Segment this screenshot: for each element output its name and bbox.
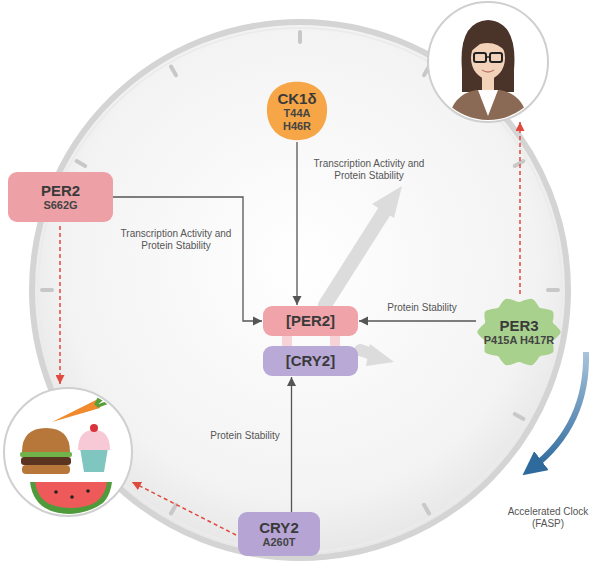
mutation-label: T44A H46R — [271, 107, 323, 132]
phenotype-link — [132, 482, 236, 535]
gene-name: PER2 — [41, 182, 80, 199]
food-picture — [78, 430, 110, 450]
gene-box: [PER2] — [263, 306, 358, 336]
gene-name: CK1δ — [277, 90, 316, 107]
arrow-label: Protein Stability — [372, 302, 472, 314]
clock-hand — [282, 186, 402, 366]
gene-name: PER3 — [499, 317, 538, 334]
gene-name: [CRY2] — [286, 352, 335, 369]
clock-tick — [171, 67, 176, 76]
food-picture — [22, 428, 70, 452]
regulation-arrow — [113, 197, 262, 321]
arrow-label: Transcription Activity and Protein Stabi… — [308, 158, 430, 182]
food-picture — [4, 388, 132, 516]
woman-portrait — [486, 56, 490, 58]
woman-portrait — [428, 2, 548, 125]
accelerated-clock-arrow — [532, 352, 586, 468]
gene-box: [CRY2] — [263, 346, 358, 376]
food-picture — [21, 457, 71, 465]
clock-tick — [42, 288, 52, 292]
mutation-label: P415A H417R — [484, 334, 555, 347]
clock-tick — [171, 505, 176, 514]
gene-shape — [267, 82, 327, 140]
food-picture — [86, 489, 90, 493]
food-picture — [4, 388, 132, 516]
phenotype-link — [59, 226, 61, 384]
clock-tick — [298, 32, 302, 42]
food-picture — [52, 400, 100, 422]
regulation-arrow — [291, 377, 292, 512]
mutation-label: S662G — [43, 199, 77, 212]
food-picture — [20, 452, 72, 457]
clock-label: Accelerated Clock (FASP) — [504, 506, 592, 530]
woman-portrait — [462, 20, 515, 92]
arrow-label: Protein Stability — [204, 430, 286, 442]
regulation-arrow — [296, 142, 297, 305]
gene-box: CK1δT44A H46R — [265, 80, 329, 142]
woman-portrait — [490, 53, 502, 62]
clock-tick — [515, 161, 524, 166]
gene-box: PER2S662G — [8, 172, 113, 222]
clock-tick — [548, 288, 558, 292]
gene-box: CRY2A260T — [238, 512, 320, 556]
gene-shape — [477, 299, 560, 366]
mutation-label: A260T — [262, 536, 295, 549]
accelerated-clock-arrow — [532, 352, 586, 468]
arrow-label: Transcription Activity and Protein Stabi… — [116, 228, 236, 252]
food-picture — [30, 482, 112, 514]
woman-portrait — [448, 90, 528, 125]
woman-portrait — [478, 90, 498, 116]
gene-name: [PER2] — [286, 312, 335, 329]
woman-portrait — [470, 32, 506, 52]
clock-hand — [372, 186, 402, 218]
food-picture — [90, 424, 98, 432]
clock-hand — [325, 212, 384, 305]
food-picture — [54, 490, 58, 494]
clock-hand — [366, 344, 394, 366]
regulation-arrow — [359, 320, 476, 321]
woman-portrait — [428, 2, 548, 122]
food-picture — [20, 388, 114, 514]
woman-portrait — [482, 70, 494, 72]
food-picture — [35, 482, 107, 508]
gene-name: CRY2 — [259, 519, 298, 536]
clock-tick — [424, 505, 429, 514]
clock-tick — [77, 161, 86, 166]
gene-box: PER3P415A H417R — [476, 296, 562, 368]
food-picture — [96, 388, 114, 406]
food-picture — [70, 495, 74, 499]
phenotype-link — [519, 122, 521, 294]
clock-tick — [515, 414, 524, 419]
woman-portrait — [474, 53, 486, 62]
food-picture — [80, 448, 108, 472]
food-picture — [22, 465, 70, 474]
woman-portrait — [448, 20, 528, 125]
